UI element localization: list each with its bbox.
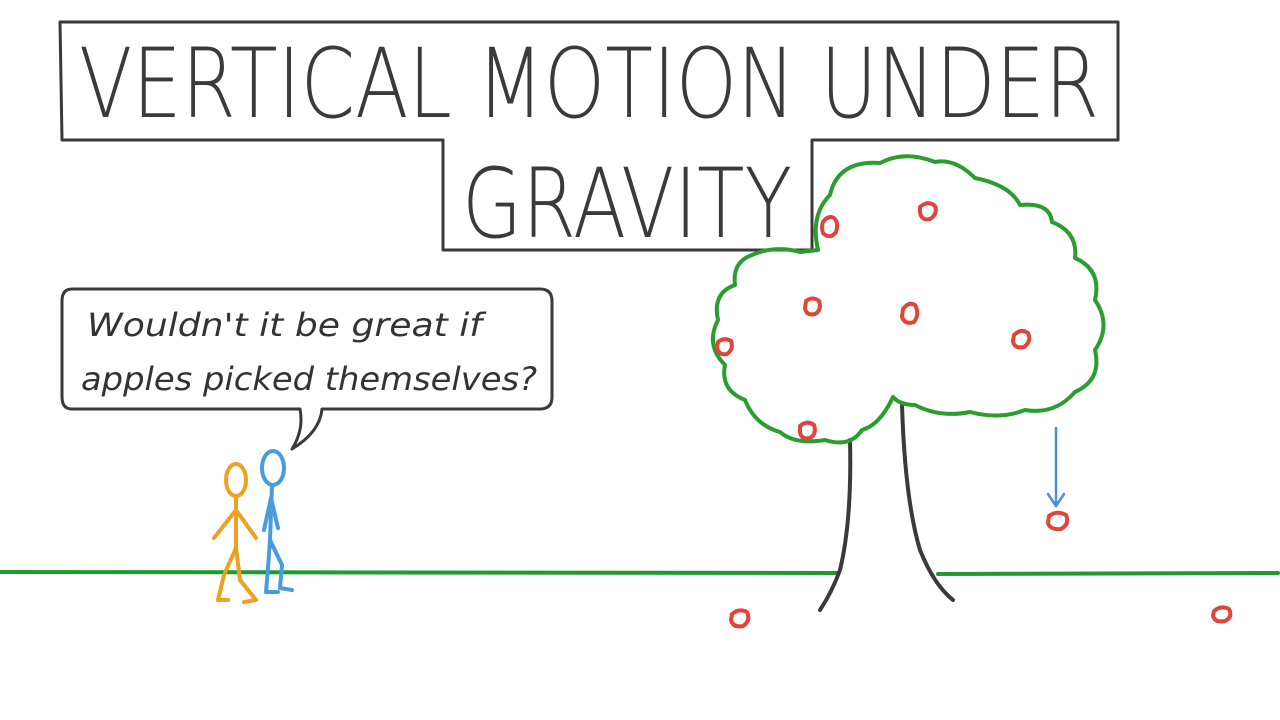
apple-icon <box>715 337 734 357</box>
falling-apple-icon <box>1046 510 1070 532</box>
apple-icon <box>798 420 817 441</box>
stick-figure-icon <box>260 449 294 594</box>
apple-icon <box>1011 328 1032 350</box>
speech-line-1: Wouldn't it be great if <box>87 306 487 344</box>
tree-trunk <box>818 403 955 612</box>
apple-icon <box>729 608 751 629</box>
title-line-2: GRAVITY <box>462 148 792 260</box>
title-line-1: VERTICAL MOTION UNDER <box>79 28 1099 140</box>
apple-tree-icon <box>710 154 1106 445</box>
apple-icon <box>820 215 840 239</box>
ground-line <box>0 570 1280 576</box>
speech-line-2: apples picked themselves? <box>81 360 537 398</box>
falling-arrow-icon <box>1046 426 1066 508</box>
tree-apples <box>715 201 1032 441</box>
stick-figure-icon <box>212 462 258 604</box>
apple-icon <box>1211 605 1233 624</box>
speech-bubble <box>60 287 554 451</box>
apple-icon <box>803 296 822 317</box>
apple-icon <box>918 201 938 222</box>
ground-apples <box>729 605 1233 629</box>
apple-icon <box>900 301 920 325</box>
